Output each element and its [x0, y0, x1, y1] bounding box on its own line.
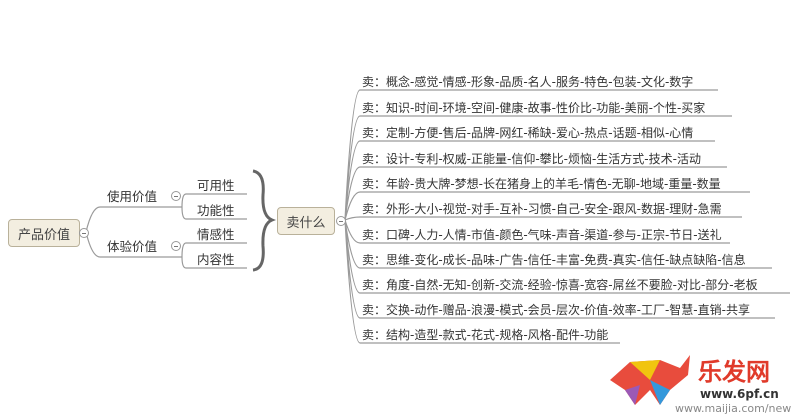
list-item[interactable]: 卖：年龄-贵大牌-梦想-长在猪身上的羊毛-情色-无聊-地域-重量-数量: [362, 177, 721, 191]
collapse-icon[interactable]: [171, 191, 181, 201]
child-label: 情感性: [197, 227, 235, 242]
branch-label: 体验价值: [107, 239, 158, 254]
center-node[interactable]: 卖什么: [277, 207, 335, 235]
connector-child: [181, 256, 247, 269]
svg-text:www.maijia.com/news: www.maijia.com/news: [675, 402, 791, 415]
connector-child: [181, 242, 247, 258]
list-item[interactable]: 卖：口碑-人力-人情-市值-颜色-气味-声音-渠道-参与-正宗-节日-送礼: [362, 228, 722, 242]
collapse-icon[interactable]: [336, 216, 346, 226]
child-label: 功能性: [197, 203, 235, 218]
connector-child: [181, 193, 247, 208]
child-label: 内容性: [197, 252, 235, 267]
connector-items: [344, 89, 790, 344]
branch-label: 使用价值: [107, 189, 158, 204]
connector-branch-2: [85, 231, 182, 258]
list-item[interactable]: 卖：定制-方便-售后-品牌-网红-稀缺-爱心-热点-话题-相似-心情: [362, 126, 694, 140]
svg-text:www.6pf.cn: www.6pf.cn: [700, 387, 779, 401]
list-item[interactable]: 卖：交换-动作-赠品-浪漫-模式-会员-层次-价值-效率-工厂-智慧-直销-共享: [362, 303, 750, 317]
svg-text:乐发网: 乐发网: [698, 358, 770, 386]
watermark-logo: 乐发网 www.6pf.cn www.maijia.com/news: [610, 355, 791, 415]
collapse-icon[interactable]: [79, 228, 89, 238]
list-item[interactable]: 卖：概念-感觉-情感-形象-品质-名人-服务-特色-包装-文化-数字: [362, 75, 694, 89]
list-item[interactable]: 卖：设计-专利-权威-正能量-信仰-攀比-烦恼-生活方式-技术-活动: [362, 152, 701, 166]
list-item[interactable]: 卖：知识-时间-环境-空间-健康-故事-性价比-功能-美丽-个性-买家: [362, 101, 706, 115]
list-item[interactable]: 卖：外形-大小-视觉-对手-互补-习惯-自己-安全-跟风-数据-理财-急需: [362, 202, 722, 216]
connector-child: [181, 206, 247, 220]
list-item[interactable]: 卖：结构-造型-款式-花式-规格-风格-配件-功能: [362, 328, 609, 342]
list-item[interactable]: 卖：思维-变化-成长-品味-广告-信任-丰富-免费-真实-信任-缺点缺陷-信息: [362, 253, 746, 267]
connector-branch-1: [85, 206, 182, 233]
child-label: 可用性: [197, 178, 235, 193]
collapse-icon[interactable]: [171, 241, 181, 251]
list-item[interactable]: 卖：角度-自然-无知-创新-交流-经验-惊喜-宽容-屌丝不要脸-对比-部分-老板: [362, 278, 758, 292]
root-node[interactable]: 产品价值: [8, 219, 80, 247]
brace-icon: [252, 169, 277, 272]
